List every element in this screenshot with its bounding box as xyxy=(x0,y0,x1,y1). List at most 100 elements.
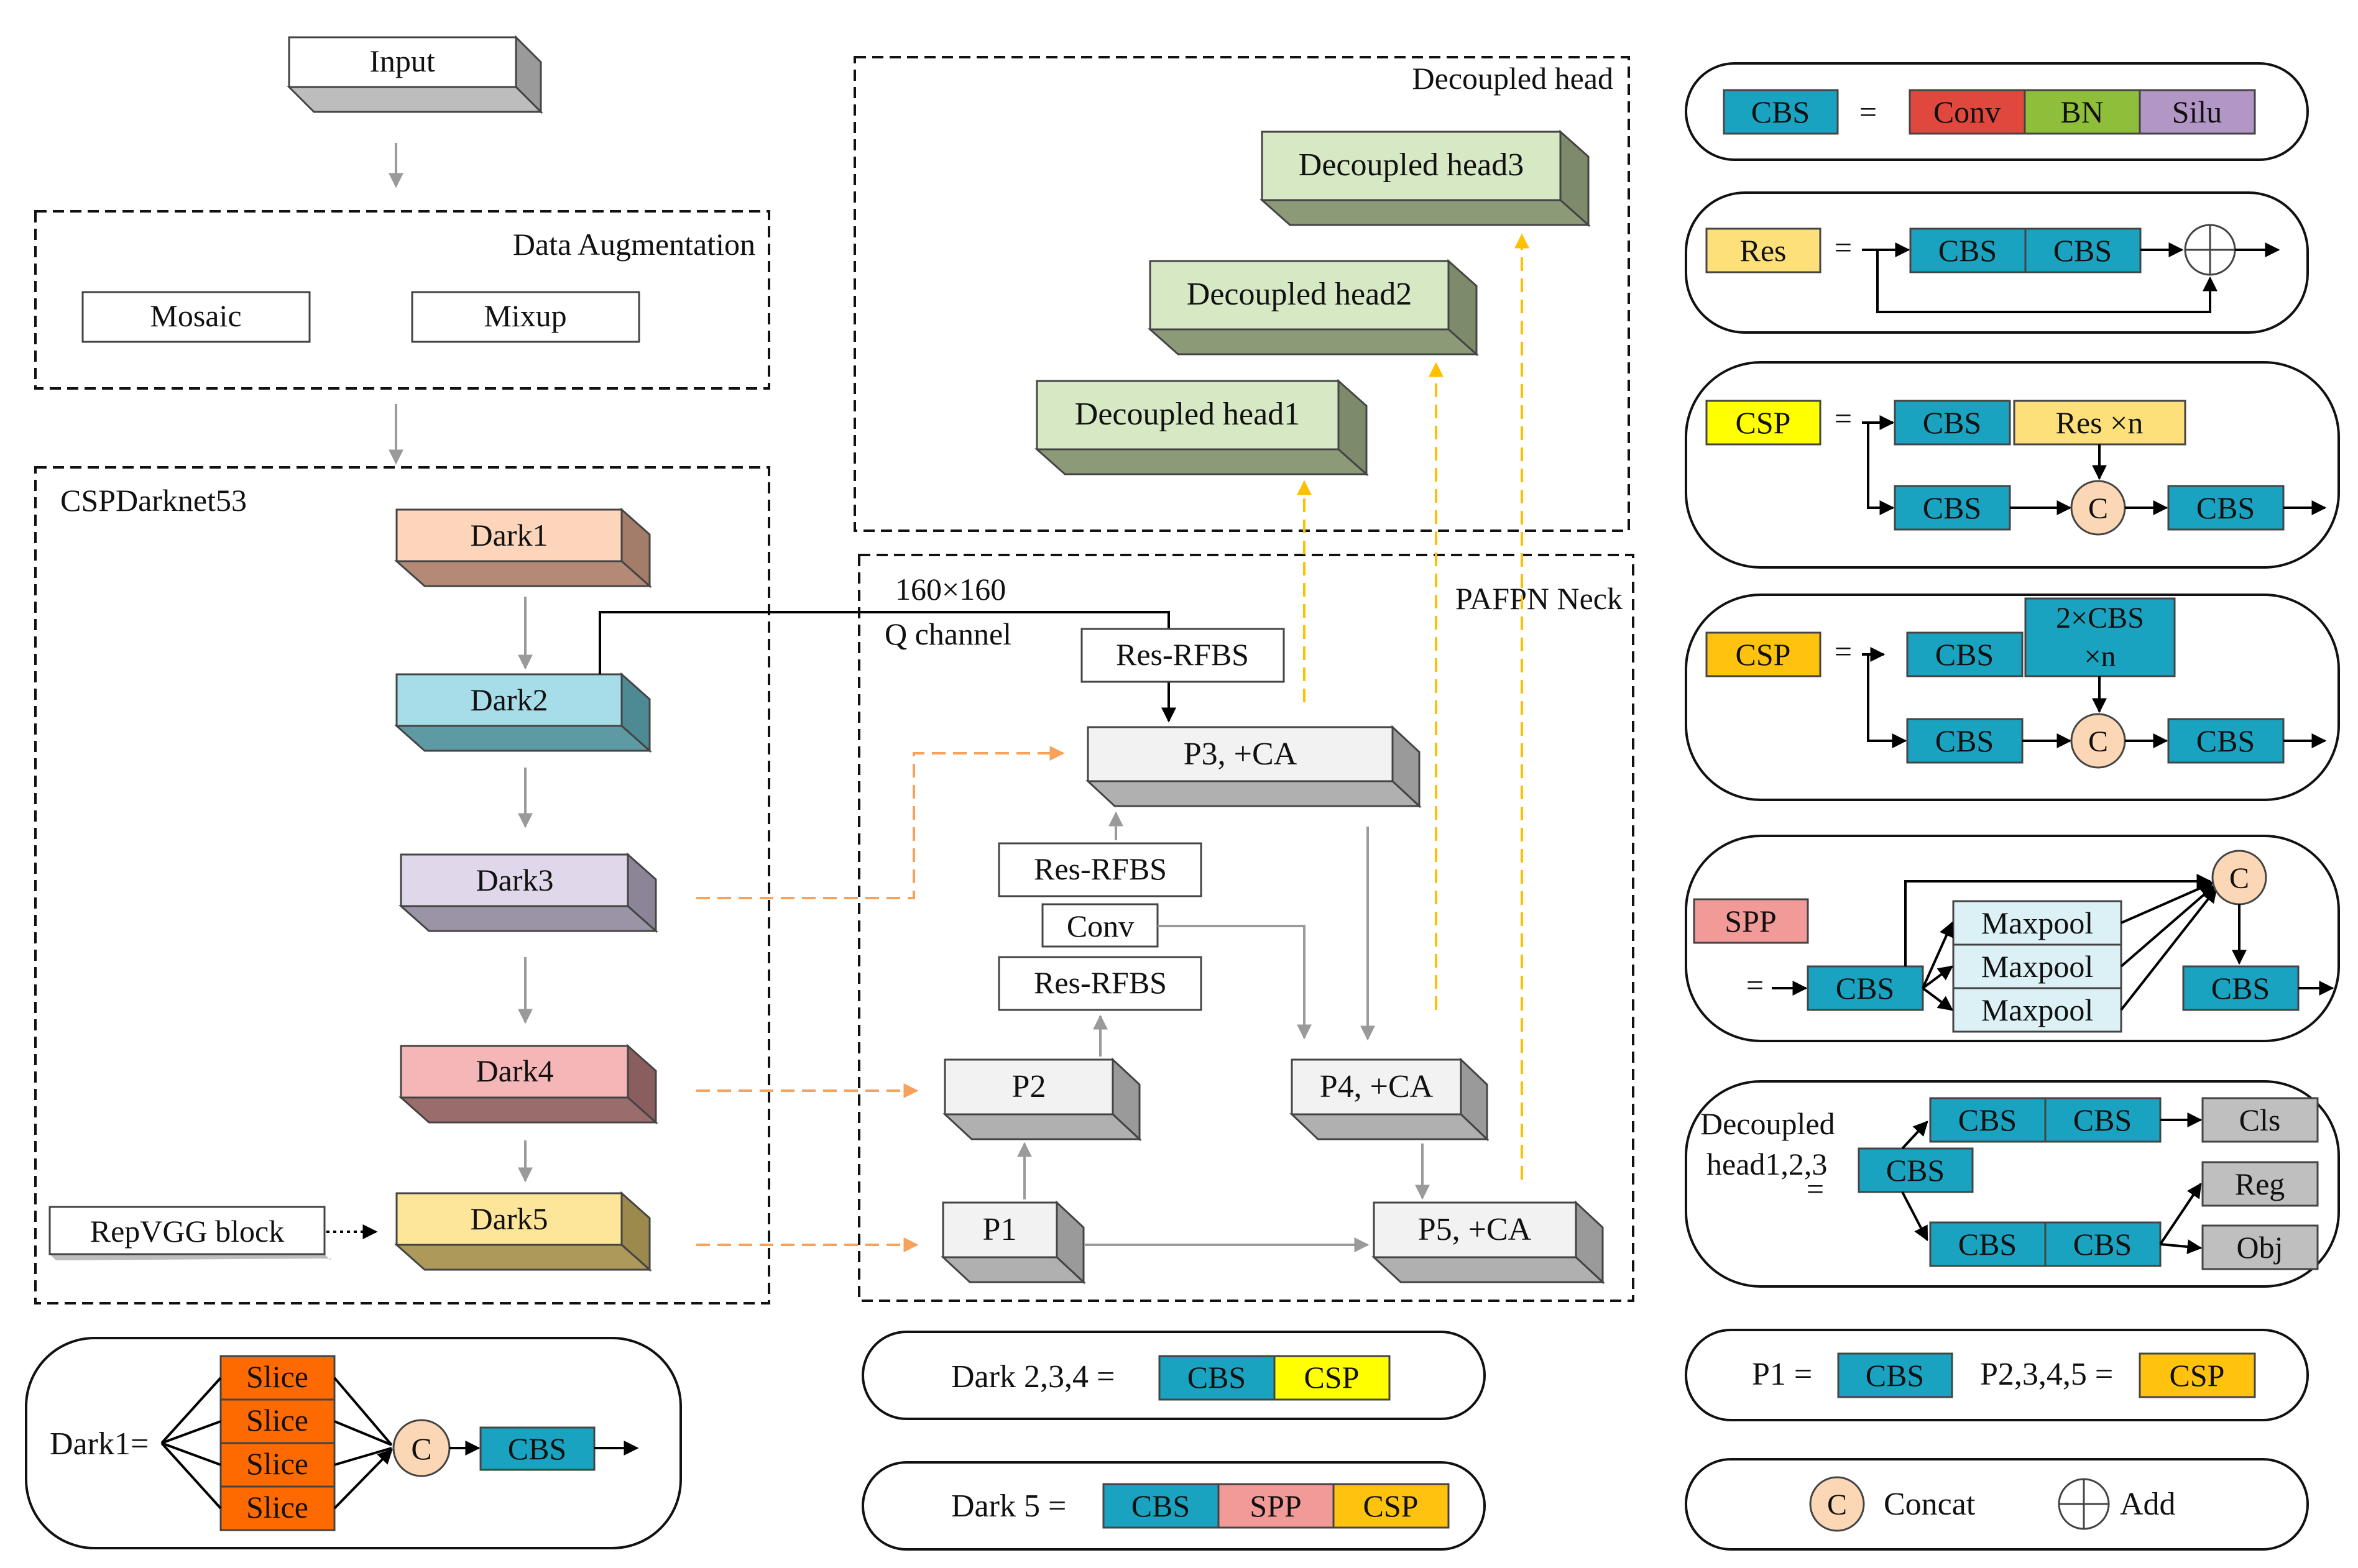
spp-maxpool-1-label: Maxpool xyxy=(1981,905,2094,940)
p5-block: P5, +CA xyxy=(1371,1200,1605,1285)
repvgg-label: RepVGG block xyxy=(90,1214,284,1249)
arrow-dark3-to-p3 xyxy=(696,746,1065,899)
dark5-spp-label: SPP xyxy=(1250,1488,1301,1523)
add-legend-label: Add xyxy=(2120,1487,2176,1522)
conv-label: Conv xyxy=(1067,909,1134,943)
csp2-cbs-top-label: CBS xyxy=(1935,637,1994,672)
arrow-decoupled-to-obj xyxy=(2160,1239,2203,1254)
csp2-cbs-top-box xyxy=(1906,631,2024,677)
spp-cbs-in-label: CBS xyxy=(1836,971,1895,1006)
add-legend-icon xyxy=(2058,1478,2110,1530)
spp-concat-label: C xyxy=(2229,862,2249,895)
data-augmentation-box xyxy=(34,210,770,390)
mosaic-label: Mosaic xyxy=(150,298,241,333)
csp1-eq-sign: = xyxy=(1835,401,1852,436)
decoupled-cbs-u1-box xyxy=(1929,1097,2047,1143)
res-eq-sign: = xyxy=(1835,230,1852,265)
dark234-cbs-box xyxy=(1158,1355,1276,1401)
res-cbs2-label: CBS xyxy=(2053,233,2112,268)
csp1-cbs-bottom-label: CBS xyxy=(1923,490,1982,525)
slice-fanout-lines xyxy=(160,1377,393,1510)
csp1-cbs-top-label: CBS xyxy=(1923,405,1982,440)
silu-legend-box xyxy=(2139,89,2256,135)
spp-legend-label: SPP xyxy=(1725,904,1776,938)
dark5-cbs-label: CBS xyxy=(1131,1488,1191,1523)
csp2-definition-panel xyxy=(1685,594,2340,801)
arrow-res-skip xyxy=(1876,250,2218,313)
p1-eq-label: P1 = xyxy=(1752,1357,1812,1392)
dark234-eq-label: Dark 2,3,4 = xyxy=(951,1359,1115,1395)
cls-box xyxy=(2201,1097,2319,1143)
csp1-legend-box xyxy=(1705,400,1821,446)
pafpn-neck-title: PAFPN Neck xyxy=(1455,581,1623,616)
dark4-label: Dark4 xyxy=(476,1053,554,1088)
res-add-icon xyxy=(2184,224,2236,276)
decoupled-head2-label: Decoupled head2 xyxy=(1187,277,1412,312)
resolution-label: 160×160 xyxy=(895,572,1006,607)
slice-4-label: Slice xyxy=(246,1490,308,1524)
spp-cbs-out-box xyxy=(2182,965,2300,1011)
res-rfbs-low-label: Res-RFBS xyxy=(1034,965,1167,1000)
obj-box xyxy=(2201,1224,2319,1270)
spp-maxpool-2-label: Maxpool xyxy=(1981,949,2094,984)
pafpn-neck-box xyxy=(858,554,1634,1302)
arrow-decoupled-lower xyxy=(1901,1191,1928,1242)
spp-maxpool-2-box xyxy=(1952,943,2122,989)
dark1-cbs-label: CBS xyxy=(508,1431,567,1466)
p2-block: P2 xyxy=(942,1057,1142,1142)
bn-legend-box xyxy=(2024,89,2141,135)
dark1-cbs-box xyxy=(479,1426,596,1471)
decoupled-head2-block: Decoupled head2 xyxy=(1148,259,1479,357)
dark234-cbs-label: CBS xyxy=(1187,1360,1246,1395)
dark5-csp-box xyxy=(1332,1483,1450,1529)
dark4-block: Dark4 xyxy=(398,1043,658,1125)
p3-block: P3, +CA xyxy=(1085,725,1422,809)
silu-legend-label: Silu xyxy=(2172,94,2222,129)
cspdarknet53-title: CSPDarknet53 xyxy=(60,483,247,518)
mosaic-box xyxy=(81,291,311,343)
dark3-block: Dark3 xyxy=(398,852,658,933)
csp1-cbs-out-label: CBS xyxy=(2196,490,2255,525)
res-legend-box xyxy=(1705,227,1821,273)
decoupled-head1-block: Decoupled head1 xyxy=(1034,378,1369,477)
bn-legend-label: BN xyxy=(2060,94,2103,129)
p1-cbs-box xyxy=(1837,1352,1953,1398)
csp2-cbs-out-box xyxy=(2167,718,2285,764)
decoupled-head3-block: Decoupled head3 xyxy=(1260,129,1591,227)
res-cbs2-box xyxy=(2024,227,2142,273)
spp-maxpool-3-label: Maxpool xyxy=(1981,993,2094,1027)
spp-maxpool-1-box xyxy=(1952,900,2122,946)
concat-legend-c: C xyxy=(1827,1488,1847,1521)
res-legend-label: Res xyxy=(1740,233,1787,268)
repvgg-block: RepVGG block xyxy=(48,1206,331,1260)
res-rfbs-top-box xyxy=(1080,628,1285,683)
dark1-block: Dark1 xyxy=(394,507,652,589)
csp1-legend-label: CSP xyxy=(1736,405,1791,440)
p4-label: P4, +CA xyxy=(1320,1069,1434,1104)
p2-label: P2 xyxy=(1012,1069,1046,1104)
csp2-cbs-bottom-label: CBS xyxy=(1935,723,1994,758)
arrow-csp2-lower xyxy=(1862,653,1907,748)
spp-cbs-in-box xyxy=(1807,965,1924,1011)
spp-cbs-out-label: CBS xyxy=(2211,971,2270,1006)
csp1-cbs-bottom-box xyxy=(1894,485,2011,531)
arrow-decoupled-to-reg xyxy=(2159,1183,2202,1245)
dark1-concat-label: C xyxy=(411,1431,431,1466)
decoupled-head1-label: Decoupled head1 xyxy=(1075,397,1300,432)
p5-label: P5, +CA xyxy=(1418,1212,1532,1247)
concat-legend-circle xyxy=(1809,1476,1865,1532)
cspdarknet53-box xyxy=(34,466,770,1304)
p2345-csp-label: CSP xyxy=(2170,1358,2225,1393)
csp2-concat-label: C xyxy=(2088,725,2108,758)
csp1-cbs-top-box xyxy=(1894,400,2011,446)
slice-2-label: Slice xyxy=(246,1403,308,1437)
dark5-spp-box xyxy=(1217,1483,1335,1529)
dark5-cbs-box xyxy=(1102,1483,1220,1529)
decoupled-cbs-in-box xyxy=(1858,1147,1974,1193)
cls-label: Cls xyxy=(2239,1103,2281,1137)
csp2-legend-box xyxy=(1705,631,1821,677)
input-block: Input xyxy=(287,35,543,114)
p2345-eq-label: P2,3,4,5 = xyxy=(1980,1357,2113,1392)
res-cbs1-box xyxy=(1909,227,2027,273)
